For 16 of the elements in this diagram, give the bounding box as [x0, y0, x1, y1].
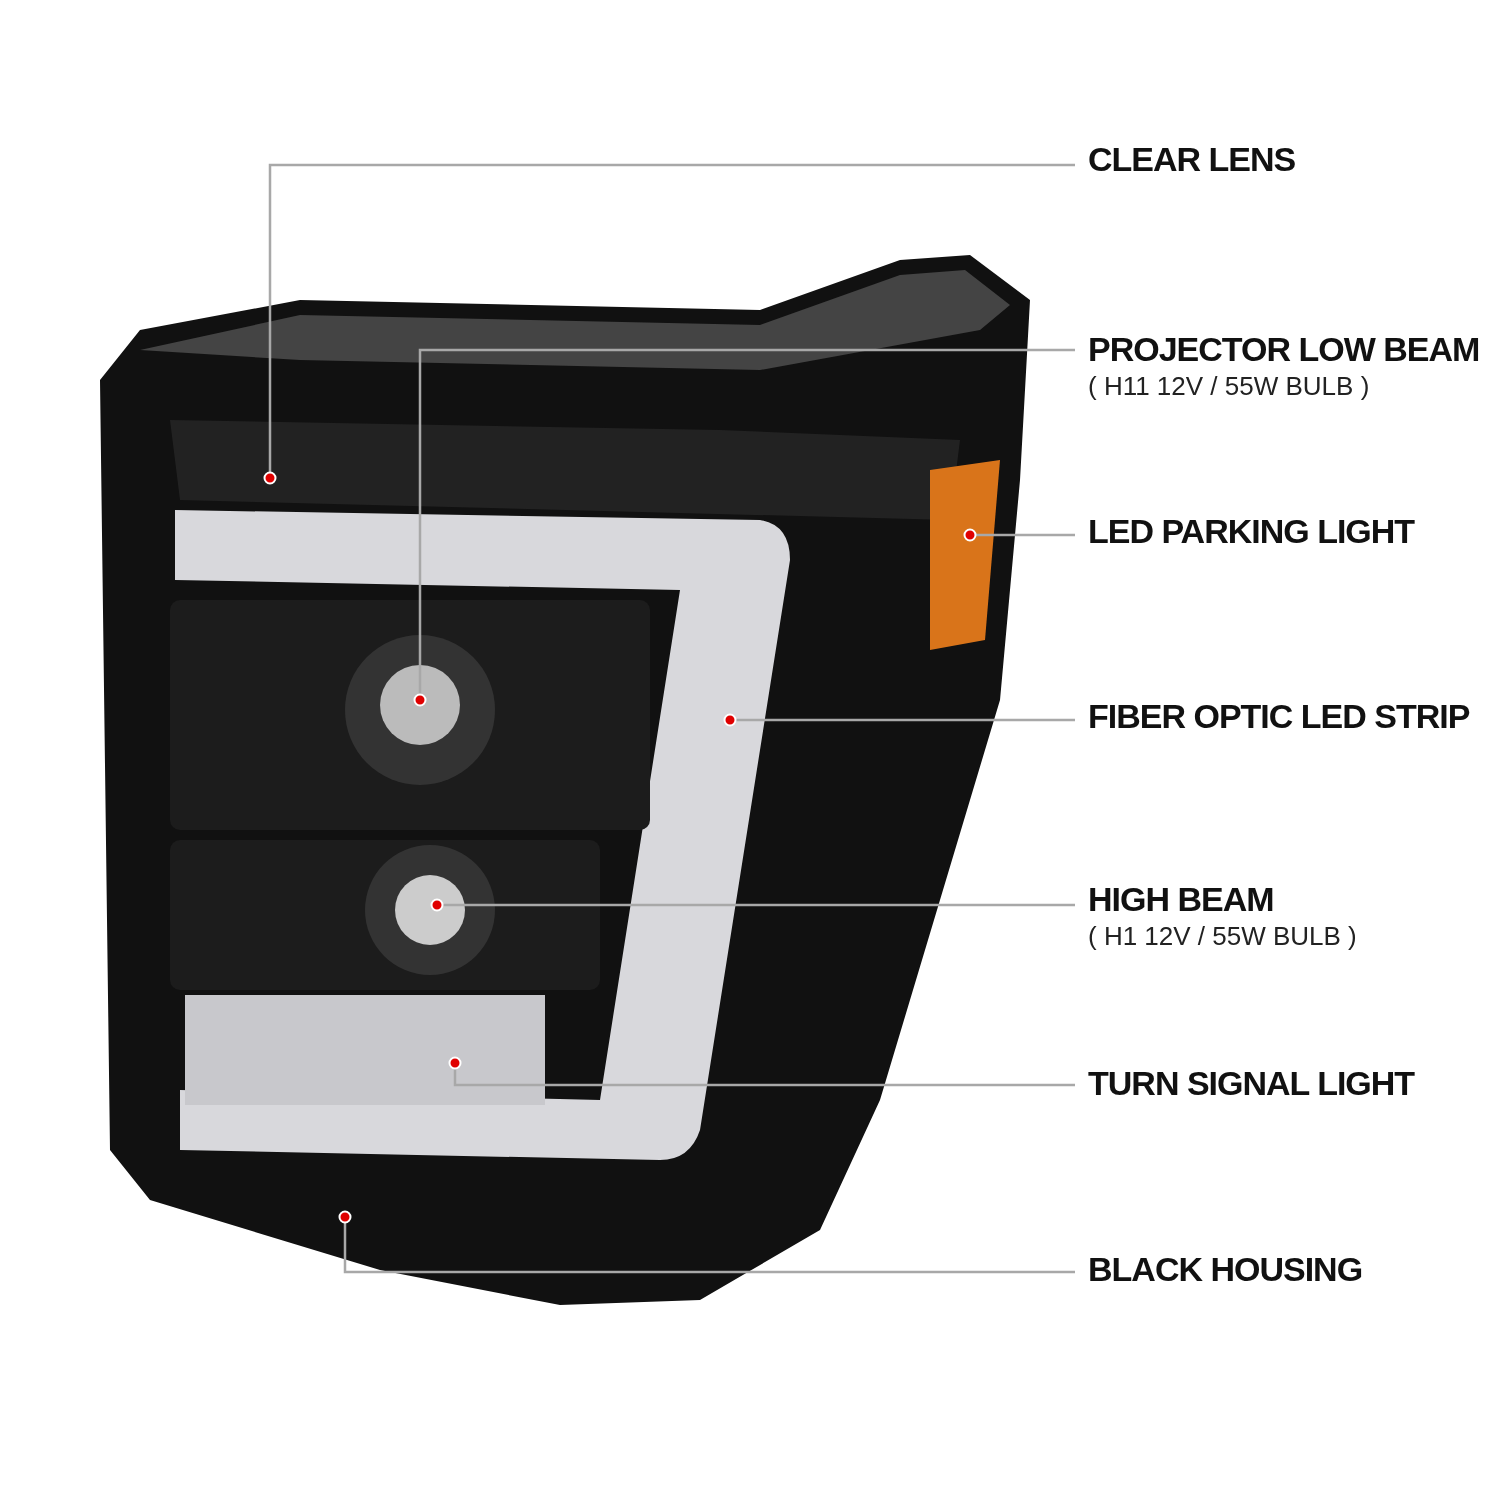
leader-line: [448, 1056, 1075, 1087]
callout-label: TURN SIGNAL LIGHT: [1088, 1064, 1415, 1103]
leader-line: [723, 713, 1075, 727]
callout-label: HIGH BEAM: [1088, 880, 1274, 919]
leader-line: [263, 163, 1075, 485]
leader-line: [963, 528, 1075, 542]
callout-label: BLACK HOUSING: [1088, 1250, 1363, 1289]
callout-label: LED PARKING LIGHT: [1088, 512, 1415, 551]
bulb-spec: ( H11 12V / 55W BULB ): [1088, 371, 1370, 402]
callout-label: FIBER OPTIC LED STRIP: [1088, 697, 1470, 736]
bulb-spec: ( H1 12V / 55W BULB ): [1088, 921, 1357, 952]
leader-line: [338, 1210, 1075, 1274]
callout-label: PROJECTOR LOW BEAM: [1088, 330, 1480, 369]
leader-line: [413, 348, 1075, 707]
callout-label: CLEAR LENS: [1088, 140, 1296, 179]
leader-line: [430, 898, 1075, 912]
